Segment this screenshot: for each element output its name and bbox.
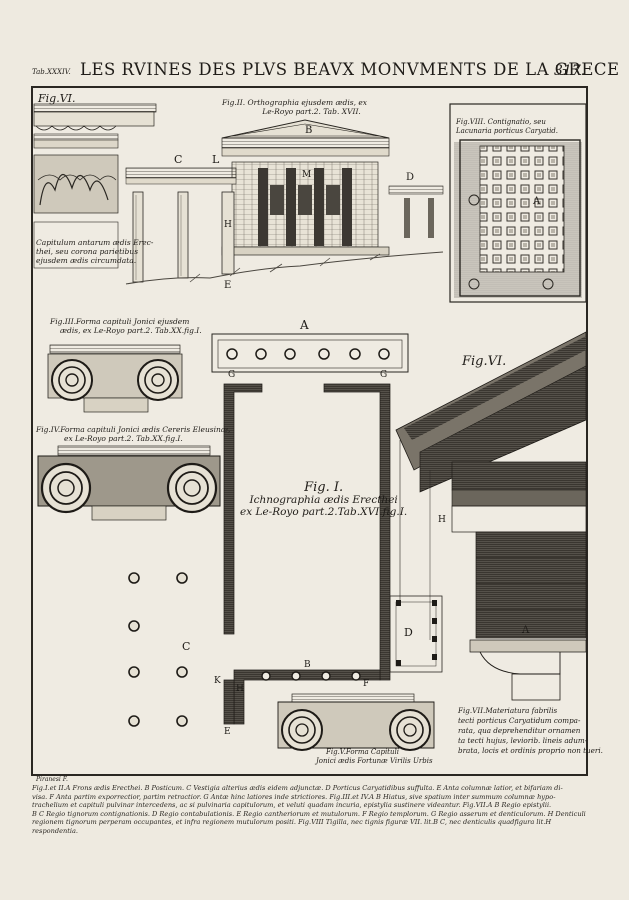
fig1-plan (211, 333, 443, 725)
fig3-caption: Fig.III.Forma capituli Jonici ejusdem æd… (50, 317, 202, 335)
letter-h: H (236, 684, 244, 694)
caption-line: ex Le-Royo part.2.Tab.XVI.fig.I. (240, 506, 408, 518)
letter-l: L (212, 153, 220, 166)
fig8-caption: Fig.VIII. Contignatio, seu Lacunaria por… (456, 118, 558, 136)
plate-title: LES RVINES DES PLVS BEAVX MONVMENTS DE L… (80, 60, 620, 79)
letter-e: E (224, 280, 232, 291)
letter-c: C (174, 153, 183, 166)
letter-d: D (406, 172, 415, 183)
fig6-right-label: Fig.VI. (462, 354, 507, 369)
caption-line: Fig.VIII. Contignatio, seu (456, 118, 546, 126)
fig4-caption: Fig.IV.Forma capituli Jonici ædis Cereri… (36, 425, 230, 443)
fig2-elevation (125, 119, 444, 285)
letter-a: A (533, 196, 541, 207)
letter-k: K (214, 676, 221, 686)
caption-line: ejusdem ædis circumdata. (36, 256, 137, 265)
fig5-ionic-capital (277, 693, 435, 751)
letter-b: B (305, 125, 313, 136)
fig6-left-label: Fig.VI. (38, 92, 76, 105)
letter-d: D (404, 626, 413, 639)
fig6-left-caption: Capitulum antarum ædis Erec- thei, seu c… (36, 238, 153, 265)
footer-line: regionem tignorum perperam occupantes, e… (32, 818, 552, 835)
fig2-caption: Fig.II. Orthographia ejusdem ædis, ex Le… (222, 98, 367, 116)
letter-g: G (380, 370, 388, 380)
footer-line: trachelium et capituli pulvinar interced… (32, 801, 552, 809)
letter-a: A (522, 625, 530, 636)
letter-h: H (438, 515, 446, 525)
caption-line: Fig.VII.Materiatura fabrilis (458, 706, 558, 715)
caption-line: Fig.IV.Forma capituli Jonici ædis Cereri… (36, 425, 231, 434)
caption-line: Fig.II. Orthographia ejusdem ædis, ex (222, 98, 368, 107)
fig1-caption: Fig. I. Ichnographia ædis Erecthei ex Le… (240, 480, 408, 518)
letter-b: B (304, 660, 311, 670)
caption-line: Ichnographia ædis Erecthei (249, 494, 398, 506)
fig5-caption: Fig.V.Forma Capituli Jonici ædis Fortunæ… (316, 748, 433, 766)
caption-line: ex Le-Royo part.2. Tab.XX.fig.I. (64, 434, 183, 443)
caption-line: tecti porticus Caryatidum compa- (458, 716, 581, 725)
fig7-entablature (395, 331, 587, 701)
letter-h: H (224, 220, 232, 230)
footer-line: visa. F Anta partim exporrectior, partim… (32, 792, 556, 801)
caption-line: ædis, ex Le-Royo part.2. Tab.XX.fig.I. (60, 326, 202, 335)
letter-f: F (363, 679, 370, 689)
engraver-signature: Piranesi F. (36, 776, 68, 783)
fig7-caption: Fig.VII.Materiatura fabrilis tecti porti… (458, 706, 603, 756)
footer-legend: Fig.I.et II.A Frons ædis Erecthei. B Pos… (32, 784, 592, 835)
fig3-ionic-capital (47, 344, 183, 413)
page-number: 317. (554, 63, 586, 79)
caption-line: Fig. I. (304, 480, 344, 495)
caption-line: thei, seu corona parietibus (36, 247, 139, 256)
fig4-ionic-capital (37, 445, 221, 521)
caption-line: Fig.III.Forma capituli Jonici ejusdem (50, 317, 190, 326)
caption-line: rata, qua deprehenditur ornamen (458, 726, 581, 735)
caption-line: Le-Royo part.2. Tab. XVII. (262, 107, 361, 116)
caption-line: brata, locis et ordinis proprio non tuer… (458, 746, 603, 755)
letter-m: M (302, 170, 312, 180)
caption-line: Jonici ædis Fortunæ Virilis Urbis (316, 757, 433, 765)
footer-line: B C Regio tignorum contignationis. D Reg… (32, 809, 586, 818)
caption-line: Lacunaria porticus Caryatid. (456, 127, 559, 135)
letter-g: G (228, 370, 236, 380)
letter-a: A (300, 318, 309, 332)
letter-c: C (182, 640, 191, 653)
fig6-anta-capital (33, 103, 157, 269)
caption-line: Fig.V.Forma Capituli (326, 748, 399, 756)
caption-line: Capitulum antarum ædis Erec- (36, 238, 154, 247)
plate-tab-number: Tab.XXXIV. (32, 68, 71, 76)
footer-line: Fig.I.et II.A Frons ædis Erecthei. B Pos… (32, 784, 563, 792)
caption-line: ta tecti hujus, leviorib. lineis adum- (458, 736, 588, 745)
column-plan-c (128, 572, 188, 727)
letter-e: E (224, 727, 231, 737)
fig8-ceiling (449, 103, 587, 303)
